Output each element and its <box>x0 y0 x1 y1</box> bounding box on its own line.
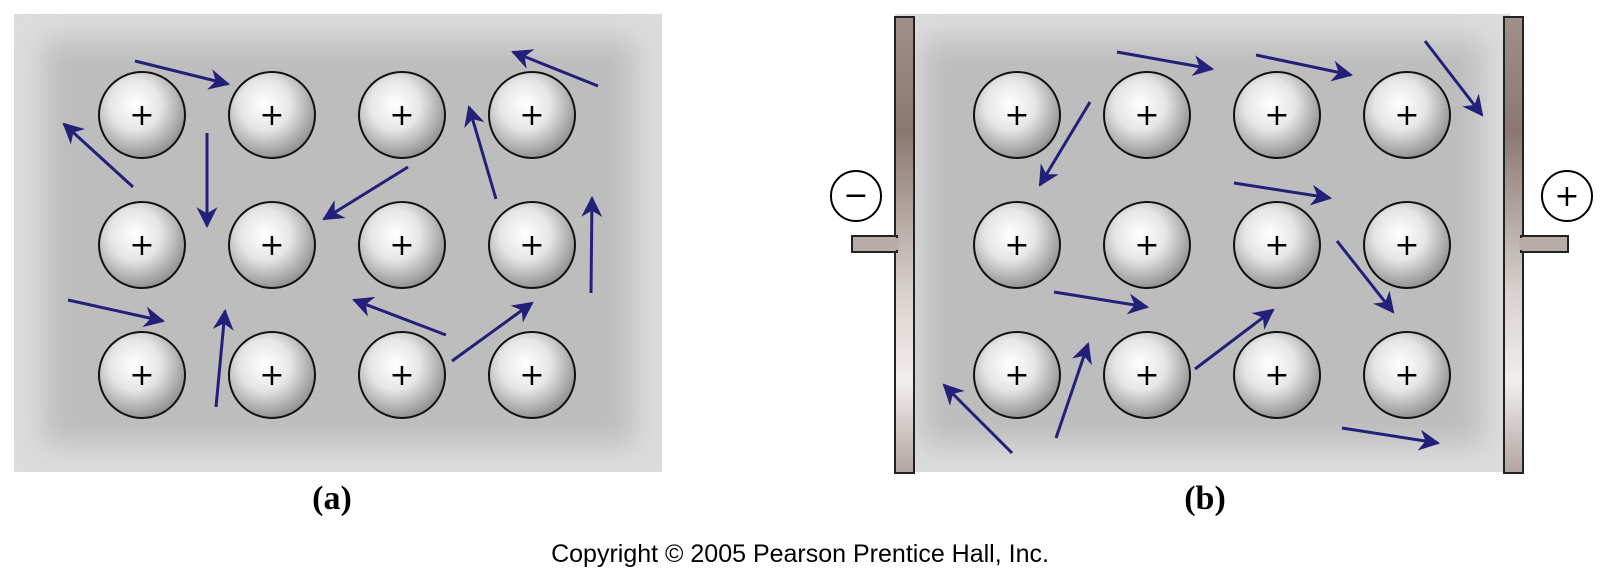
positive-ion: + <box>358 201 446 289</box>
positive-ion: + <box>488 71 576 159</box>
positive-ion: + <box>1103 331 1191 419</box>
ion-charge-label: + <box>1394 228 1419 263</box>
ion-charge-label: + <box>1134 98 1159 133</box>
electron-velocity-arrow <box>62 122 135 189</box>
negative-terminal-symbol: − <box>843 178 868 213</box>
copyright-notice: Copyright © 2005 Pearson Prentice Hall, … <box>551 540 1049 568</box>
ion-charge-label: + <box>389 98 414 133</box>
ion-charge-label: + <box>1394 98 1419 133</box>
positive-ion: + <box>358 71 446 159</box>
electron-velocity-arrow <box>1423 40 1484 117</box>
electron-velocity-arrow <box>352 296 447 337</box>
ion-charge-label: + <box>519 228 544 263</box>
electron-velocity-arrow <box>1054 342 1092 439</box>
electron-arrows <box>62 40 1484 455</box>
positive-ion: + <box>1233 71 1321 159</box>
positive-ion: + <box>973 331 1061 419</box>
electron-velocity-arrow <box>511 49 599 88</box>
positive-ion: + <box>1233 331 1321 419</box>
ion-charge-label: + <box>1134 358 1159 393</box>
negative-terminal-icon: − <box>830 170 882 222</box>
electron-velocity-arrow <box>1335 240 1395 314</box>
ion-charge-label: + <box>1004 358 1029 393</box>
ion-charge-label: + <box>1264 358 1289 393</box>
electron-velocity-arrow <box>1053 290 1150 315</box>
ion-charge-label: + <box>1134 228 1159 263</box>
ion-charge-label: + <box>1264 98 1289 133</box>
electron-velocity-arrow <box>1194 308 1275 371</box>
ion-charge-label: + <box>1004 98 1029 133</box>
positive-terminal-icon: + <box>1541 170 1593 222</box>
ion-charge-label: + <box>519 98 544 133</box>
electron-velocity-arrow <box>134 59 231 90</box>
electron-velocity-arrow <box>1255 53 1354 82</box>
positive-ion: + <box>1363 331 1451 419</box>
panel-a-label: (a) <box>312 480 352 517</box>
positive-ion: + <box>1363 201 1451 289</box>
ion-charge-label: + <box>519 358 544 393</box>
ion-charge-label: + <box>389 228 414 263</box>
ion-charge-label: + <box>129 98 154 133</box>
positive-ion: + <box>228 201 316 289</box>
ion-charge-label: + <box>129 228 154 263</box>
positive-plate <box>1503 16 1569 474</box>
electron-velocity-arrow <box>67 298 166 328</box>
positive-ion: + <box>973 71 1061 159</box>
positive-ion: + <box>973 201 1061 289</box>
positive-ion: + <box>488 201 576 289</box>
positive-ion: + <box>98 331 186 419</box>
positive-ion: + <box>358 331 446 419</box>
ion-charge-label: + <box>259 228 284 263</box>
electron-velocity-arrow <box>1116 50 1215 77</box>
electron-velocity-arrow <box>322 165 409 221</box>
positive-ion: + <box>1103 71 1191 159</box>
electron-velocity-arrow <box>212 308 234 408</box>
electron-velocity-arrow <box>1038 101 1092 187</box>
ion-charge-label: + <box>1394 358 1419 393</box>
ion-charge-label: + <box>259 358 284 393</box>
positive-ion: + <box>488 331 576 419</box>
electron-velocity-arrow <box>1233 181 1333 206</box>
electron-velocity-arrow <box>581 195 603 294</box>
ion-charge-label: + <box>259 98 284 133</box>
positive-terminal-symbol: + <box>1554 179 1579 214</box>
electron-velocity-arrow <box>942 383 1014 455</box>
positive-ion: + <box>1103 201 1191 289</box>
electron-velocity-arrow <box>1341 426 1441 451</box>
ion-charge-label: + <box>389 358 414 393</box>
ion-charge-label: + <box>1264 228 1289 263</box>
positive-ion: + <box>1233 201 1321 289</box>
positive-ion: + <box>98 201 186 289</box>
negative-plate <box>851 16 915 474</box>
positive-ion: + <box>228 71 316 159</box>
ion-charge-label: + <box>129 358 154 393</box>
ion-charge-label: + <box>1004 228 1029 263</box>
positive-ion: + <box>98 71 186 159</box>
electron-velocity-arrow <box>464 104 498 200</box>
positive-ion: + <box>228 331 316 419</box>
ion-lattice: + + + + + + + + + + + + + + + + + + + + + + + + <box>98 71 1451 419</box>
panel-b-label: (b) <box>1184 480 1226 517</box>
electron-velocity-arrow <box>451 301 534 363</box>
positive-ion: + <box>1363 71 1451 159</box>
